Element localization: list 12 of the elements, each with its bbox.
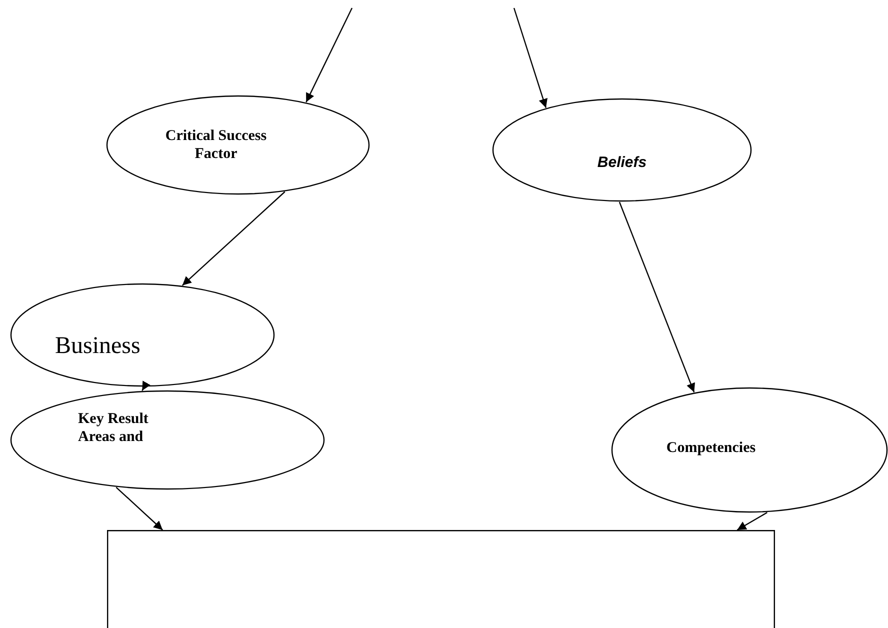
arrow: [142, 380, 150, 391]
arrow: [306, 8, 353, 102]
arrow: [116, 486, 164, 530]
node-label: Key Result Areas and: [78, 410, 150, 446]
arrow: [182, 191, 286, 286]
arrow: [513, 8, 548, 108]
node-label: Competencies: [665, 439, 757, 457]
node-label: Business: [55, 333, 142, 359]
node-label: Critical Success Factor: [164, 127, 268, 163]
arrow: [618, 202, 696, 392]
arrow: [736, 512, 768, 531]
node-label: Beliefs: [596, 154, 648, 172]
